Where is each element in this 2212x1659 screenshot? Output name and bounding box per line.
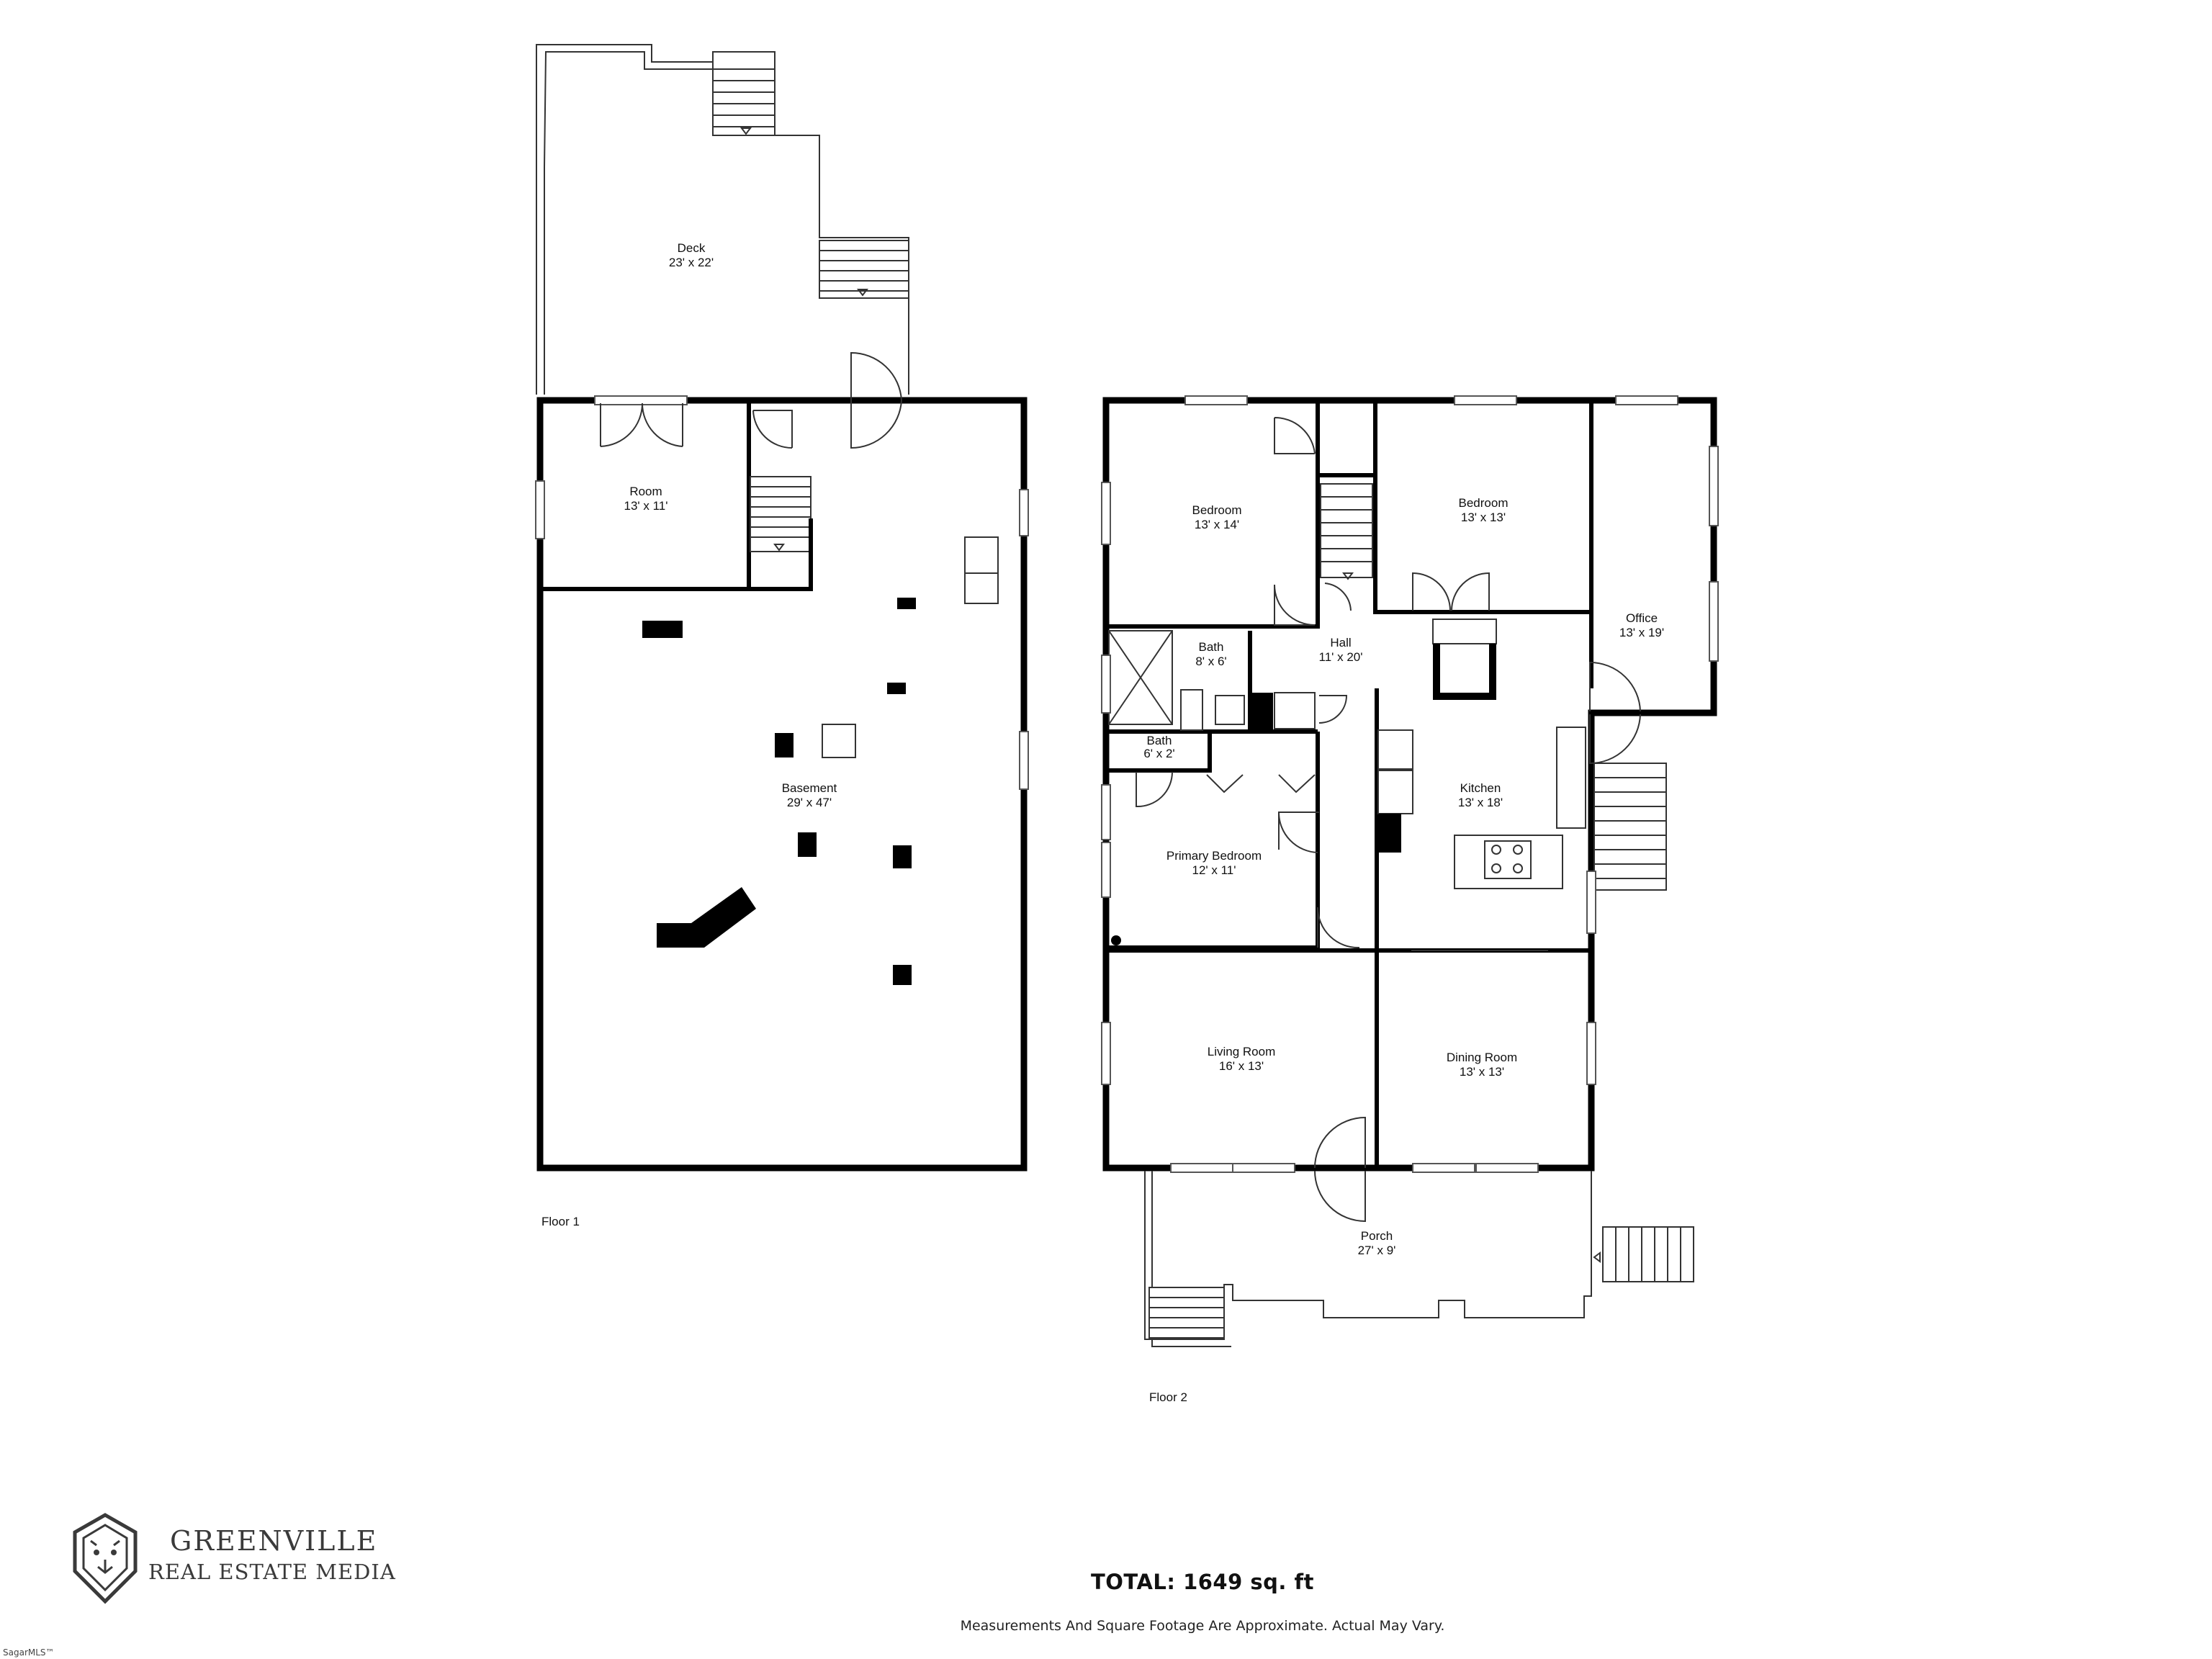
deck-stairs-top [712,51,775,136]
room-name-basement: Basement [782,781,837,795]
room-dims-living-room: 16' x 13' [1219,1059,1264,1073]
room-name-primary-bedroom: Primary Bedroom [1166,849,1262,863]
room-dims-bedroom-2: 13' x 13' [1461,511,1506,524]
deck-door [850,351,902,449]
floor-1-label: Floor 1 [541,1215,580,1228]
mls-watermark: SagarMLS™ [3,1647,55,1658]
total-square-footage: TOTAL: 1649 sq. ft [1090,1570,1314,1594]
room-name-dining-room: Dining Room [1447,1051,1517,1064]
brand-name-line1: GREENVILLE [170,1525,378,1557]
floor-1 [535,44,1029,1172]
room-labels: Deck 23' x 22' Room 13' x 11' Basement 2… [541,241,1664,1404]
room-dims-bath-1: 8' x 6' [1195,655,1226,668]
room-dims-hall: 11' x 20' [1319,650,1363,664]
room-dims-kitchen: 13' x 18' [1458,796,1503,809]
room-dims-office: 13' x 19' [1619,626,1664,639]
measurement-disclaimer: Measurements And Square Footage Are Appr… [960,1618,1445,1634]
room-name-hall: Hall [1330,636,1351,649]
room-double-door [594,395,688,447]
room-dims-porch: 27' x 9' [1358,1244,1396,1257]
porch-stairs [1593,1226,1694,1282]
room-name-room: Room [629,485,662,498]
room-name-bedroom-2: Bedroom [1459,496,1509,510]
brand-name-line2: REAL ESTATE MEDIA [148,1560,396,1584]
front-door [1314,1116,1366,1223]
room-name-living-room: Living Room [1208,1045,1276,1058]
room-name-deck: Deck [678,241,706,255]
room-name-bedroom-1: Bedroom [1192,503,1242,517]
room-name-bath-2: Bath [1147,734,1172,747]
deck-stairs-side [819,240,909,299]
room-dims-bedroom-1: 13' x 14' [1195,518,1239,531]
lion-icon [73,1513,138,1604]
floor-2-walls [1102,397,1717,1172]
room-name-office: Office [1626,611,1658,625]
room-dims-dining-room: 13' x 13' [1460,1065,1504,1079]
hall-stairs [1320,483,1373,580]
room-dims-bath-2: 6' x 2' [1143,747,1174,760]
floor-2 [1101,395,1719,1347]
basement-stairs [749,476,813,591]
brand-logo: GREENVILLE REAL ESTATE MEDIA [69,1512,444,1613]
floor-2-label: Floor 2 [1149,1390,1187,1404]
basement-columns [642,536,999,985]
room-name-porch: Porch [1361,1229,1393,1243]
room-dims-primary-bedroom: 12' x 11' [1192,863,1236,877]
room-name-bath-1: Bath [1199,640,1224,654]
kitchen-side-stairs [1593,763,1667,891]
room-dims-deck: 23' x 22' [669,256,714,269]
room-dims-basement: 29' x 47' [787,796,832,809]
room-name-kitchen: Kitchen [1460,781,1501,795]
room-dims-room: 13' x 11' [624,499,668,513]
